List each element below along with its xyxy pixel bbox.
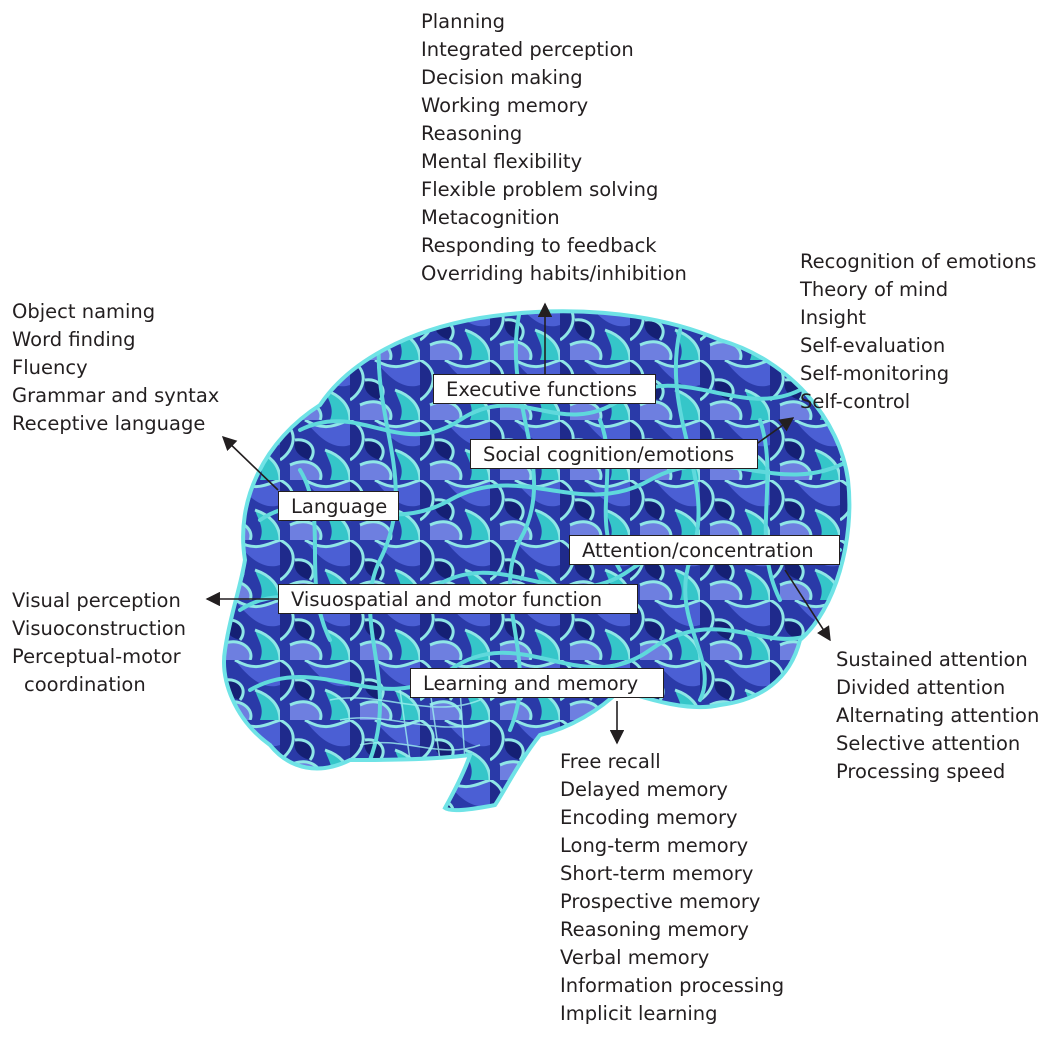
connector-arrows: [205, 302, 831, 745]
list-item: Decision making: [421, 66, 583, 89]
list-item: Theory of mind: [800, 278, 949, 301]
list-item: Responding to feedback: [421, 234, 657, 257]
language-label: Language: [278, 491, 399, 521]
list-item: Implicit learning: [560, 1002, 718, 1025]
list-item: Encoding memory: [560, 806, 738, 829]
arrow-social: [754, 417, 795, 446]
social-cognition-label: Social cognition/emotions: [470, 439, 758, 469]
list-item: Object naming: [12, 300, 156, 323]
list-item: Self-monitoring: [800, 362, 950, 385]
list-item: Integrated perception: [421, 38, 634, 61]
list-item: Free recall: [560, 750, 661, 773]
list-item: Receptive language: [12, 412, 206, 435]
list-item: Insight: [800, 306, 867, 329]
list-item: Long-term memory: [560, 834, 749, 857]
list-item: Sustained attention: [836, 648, 1028, 671]
list-item: Short-term memory: [560, 862, 754, 885]
list-item: Planning: [421, 10, 505, 33]
list-item: Reasoning memory: [560, 918, 749, 941]
list-item: Metacognition: [421, 206, 560, 229]
attention-concentration-label: Attention/concentration: [569, 535, 840, 565]
list-item: Alternating attention: [836, 704, 1040, 727]
list-item: Divided attention: [836, 676, 1006, 699]
social-cognition-list: Recognition of emotions Theory of mind I…: [800, 248, 1036, 416]
list-item: Processing speed: [836, 760, 1006, 783]
list-item: Visuoconstruction: [12, 617, 187, 640]
learning-memory-label: Learning and memory: [410, 668, 664, 698]
list-item: Flexible problem solving: [421, 178, 659, 201]
list-item: Self-control: [800, 390, 911, 413]
list-item: Perceptual-motor: [12, 645, 181, 668]
attention-list: Sustained attention Divided attention Al…: [836, 646, 1039, 786]
list-item: Reasoning: [421, 122, 523, 145]
list-item: Information processing: [560, 974, 785, 997]
executive-functions-label: Executive functions: [433, 374, 656, 404]
executive-functions-list: Planning Integrated perception Decision …: [421, 8, 687, 288]
arrow-language: [221, 436, 279, 491]
visuospatial-motor-label: Visuospatial and motor function: [278, 584, 638, 614]
arrow-attention: [784, 569, 831, 642]
list-item: Visual perception: [12, 589, 181, 612]
list-item: Working memory: [421, 94, 589, 117]
list-item: Mental flexibility: [421, 150, 583, 173]
list-item: Delayed memory: [560, 778, 728, 801]
list-item: Prospective memory: [560, 890, 761, 913]
list-item: Selective attention: [836, 732, 1021, 755]
learning-memory-list: Free recall Delayed memory Encoding memo…: [560, 748, 784, 1028]
list-item: Verbal memory: [560, 946, 710, 969]
list-item: Word finding: [12, 328, 136, 351]
list-item: Self-evaluation: [800, 334, 946, 357]
list-item: Overriding habits/inhibition: [421, 262, 687, 285]
list-item: Fluency: [12, 356, 88, 379]
list-item: coordination: [24, 673, 146, 696]
visuospatial-list: Visual perception Visuoconstruction Perc…: [12, 587, 186, 699]
list-item: Grammar and syntax: [12, 384, 220, 407]
language-list: Object naming Word finding Fluency Gramm…: [12, 298, 219, 438]
list-item: Recognition of emotions: [800, 250, 1037, 273]
